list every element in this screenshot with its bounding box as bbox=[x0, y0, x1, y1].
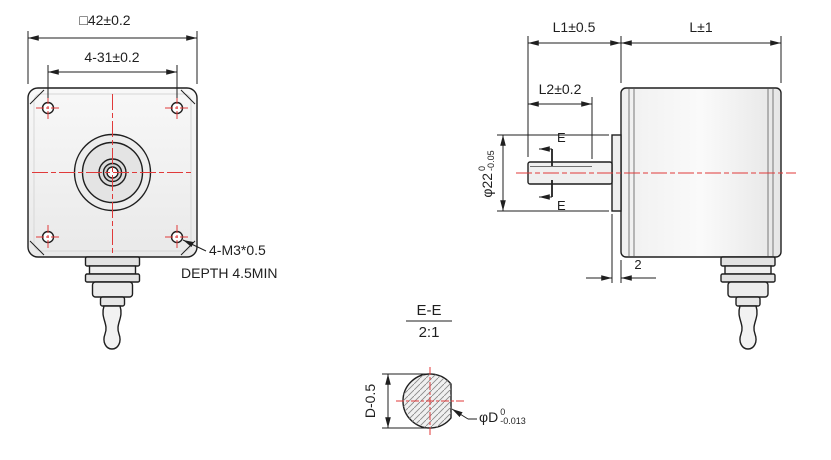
dim-across-flat bbox=[382, 373, 428, 429]
side-cable bbox=[738, 305, 758, 350]
boss-diameter-tolerance: 0 -0.05 bbox=[476, 150, 496, 171]
front-cable bbox=[102, 305, 122, 350]
pilot-and-shaft-circles bbox=[73, 133, 152, 212]
gland-body bbox=[91, 281, 134, 298]
section-centerlines bbox=[396, 367, 464, 435]
shaft-length-dim-label: L1±0.5 bbox=[552, 19, 596, 35]
thread-depth-label: DEPTH 4.5MIN bbox=[181, 265, 278, 281]
thread-callout-label: 4-M3*0.5 bbox=[209, 242, 266, 258]
boss-depth-dim-label: 2 bbox=[634, 257, 642, 272]
dim-flat-length bbox=[528, 97, 593, 159]
gland-body bbox=[727, 281, 769, 298]
gland-ring bbox=[88, 265, 137, 275]
boss-diameter-value: φ22 bbox=[478, 172, 495, 198]
gland-ring bbox=[720, 256, 776, 267]
dim-body-length bbox=[621, 36, 782, 83]
section-view bbox=[382, 320, 477, 435]
boss-diameter-dim-label: φ22 0 -0.05 bbox=[475, 132, 499, 216]
shaft-diameter-value: φD bbox=[479, 409, 499, 426]
gland-nut bbox=[720, 273, 776, 283]
front-cable-gland bbox=[84, 256, 141, 350]
gland-ring bbox=[724, 265, 772, 275]
side-dimensions bbox=[497, 36, 782, 283]
gland-nut bbox=[84, 273, 141, 283]
side-cable-gland bbox=[720, 256, 776, 350]
gland-ring bbox=[84, 256, 141, 267]
section-title-label: E-E bbox=[416, 302, 442, 319]
gland-stub bbox=[735, 296, 761, 307]
bolt-spacing-dim-label: 4-31±0.2 bbox=[84, 49, 140, 65]
across-flat-dim-label: D-0.5 bbox=[362, 383, 378, 419]
shaft-diameter-leader bbox=[451, 408, 477, 420]
front-view bbox=[27, 87, 198, 350]
section-mark-top-label: E bbox=[557, 130, 566, 145]
thread-callout-leader bbox=[182, 239, 207, 252]
dim-boss-diameter bbox=[497, 134, 609, 212]
dim-shaft-length bbox=[527, 36, 622, 157]
flat-length-dim-label: L2±0.2 bbox=[538, 81, 582, 97]
dim-bolt-spacing bbox=[47, 65, 178, 98]
section-scale-label: 2:1 bbox=[418, 324, 440, 341]
dim-boss-depth bbox=[586, 214, 656, 283]
side-view bbox=[516, 87, 796, 350]
body-length-dim-label: L±1 bbox=[689, 19, 713, 35]
gland-stub bbox=[99, 296, 126, 307]
dim-flange-width bbox=[27, 31, 198, 84]
flange-width-dim-label: □42±0.2 bbox=[79, 12, 131, 28]
shaft-diameter-tolerance: 0 -0.013 bbox=[500, 407, 526, 427]
section-mark-bottom-label: E bbox=[557, 198, 566, 213]
section-cut-marks bbox=[539, 146, 553, 200]
front-dimensions bbox=[27, 31, 207, 252]
shaft-diameter-dim-label: φD 0 -0.013 bbox=[479, 407, 526, 427]
